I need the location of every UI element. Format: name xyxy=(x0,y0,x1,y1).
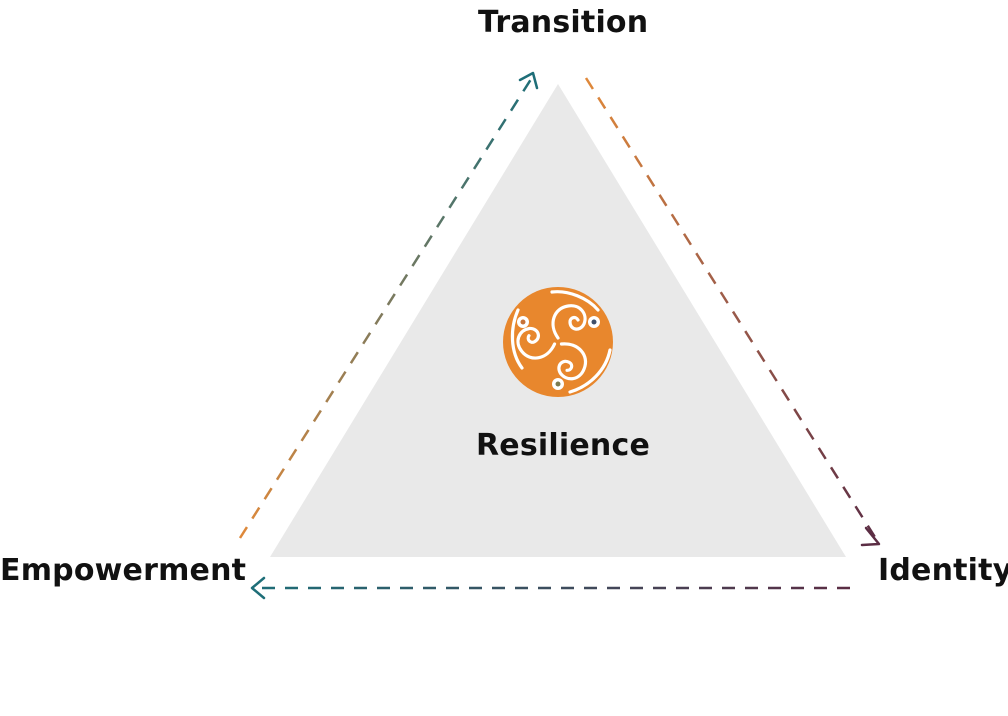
triskele-spiral-icon xyxy=(503,287,613,397)
arrow-transition-to-identity xyxy=(584,77,881,547)
arrow-empowerment-to-transition xyxy=(238,71,539,539)
center-label-resilience: Resilience xyxy=(476,428,650,463)
node-label-empowerment: Empowerment xyxy=(0,553,247,588)
emblem-dot-centers xyxy=(520,319,597,387)
node-label-identity: Identity xyxy=(878,553,1008,588)
arrow-identity-to-empowerment xyxy=(250,576,850,600)
node-label-transition: Transition xyxy=(478,5,649,40)
